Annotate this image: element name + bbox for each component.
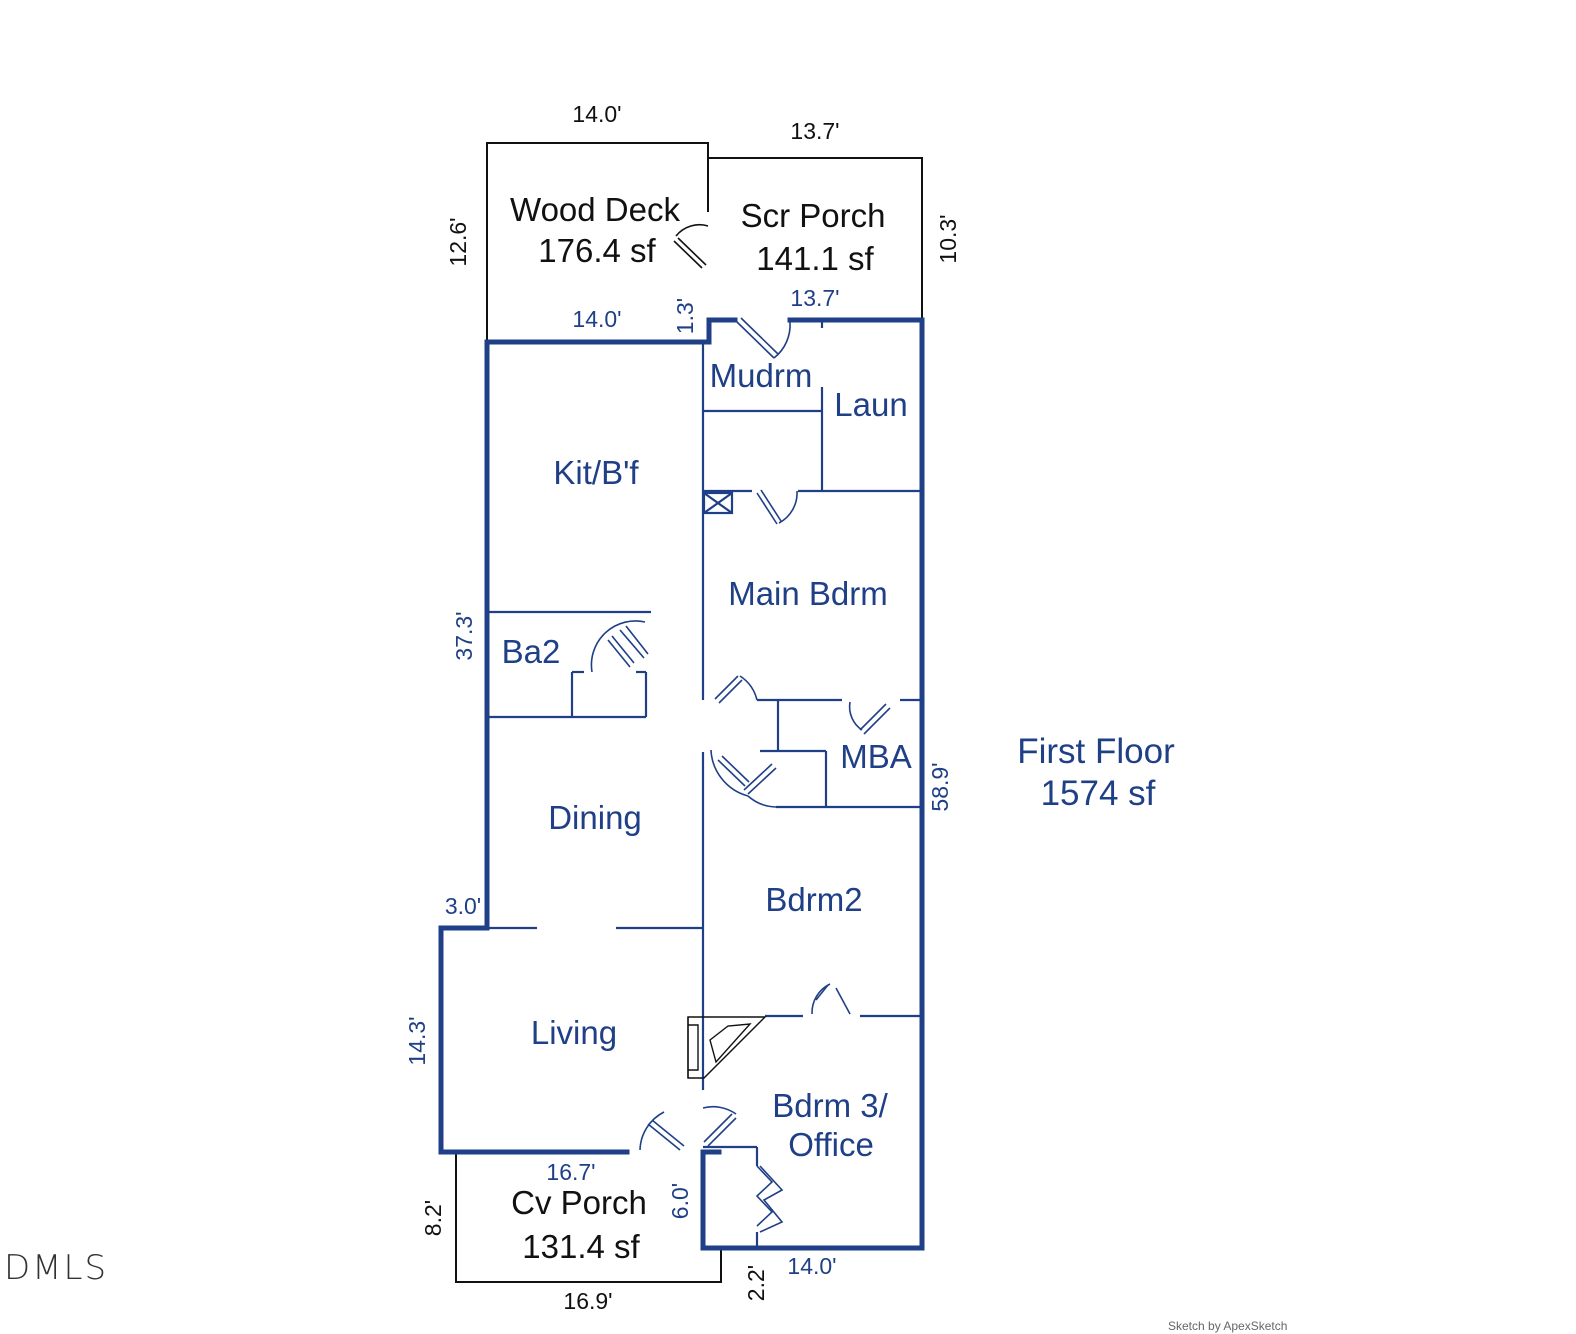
dim-deck-top: 14.0' (572, 101, 621, 127)
dim-house-left: 37.3' (451, 611, 477, 660)
dim-porch-right: 10.3' (935, 214, 961, 263)
dim-deck-left: 12.6' (445, 217, 471, 266)
mba-label: MBA (840, 738, 912, 775)
cv-porch-outline (455, 1154, 722, 1283)
bdrm3-label-line2: Office (788, 1126, 874, 1163)
dim-porch-top: 13.7' (790, 118, 839, 144)
dim-porch-bottom: 13.7' (790, 285, 839, 311)
living-label: Living (531, 1014, 617, 1051)
laun-label: Laun (834, 386, 907, 423)
floor-title: First Floor (1017, 732, 1175, 771)
scr-porch-outline (708, 157, 923, 320)
exterior-wall-east (700, 317, 925, 1251)
wood-deck-outline (486, 142, 709, 342)
doors (590, 317, 891, 1233)
sketch-credit: Sketch by ApexSketch (1168, 1319, 1287, 1333)
dim-house-right: 58.9' (927, 762, 953, 811)
dim-cvporch-top: 16.7' (546, 1159, 595, 1185)
interior-walls (489, 322, 922, 1248)
kit-label: Kit/B'f (553, 454, 639, 491)
wood-deck-area: 176.4 sf (538, 232, 656, 269)
exterior-walls (438, 317, 738, 1155)
dim-house-bottom: 14.0' (787, 1253, 836, 1279)
dim-jog: 3.0' (445, 893, 481, 919)
dim-cvporch-left: 8.2' (420, 1200, 446, 1236)
deck-door (673, 223, 709, 269)
dining-label: Dining (548, 799, 642, 836)
dim-front-step: 2.2' (743, 1265, 769, 1301)
dim-cvporch-bottom: 16.9' (563, 1288, 612, 1314)
utility-box (702, 491, 734, 515)
scr-porch-label: Scr Porch (741, 197, 886, 234)
cv-porch-area: 131.4 sf (522, 1228, 640, 1265)
scr-porch-area: 141.1 sf (756, 240, 874, 277)
main-bdrm-label: Main Bdrm (728, 575, 888, 612)
mudrm-label: Mudrm (710, 357, 813, 394)
bdrm3-label-line1: Bdrm 3/ (772, 1087, 888, 1124)
cv-porch-label: Cv Porch (511, 1184, 647, 1221)
watermark-logo: DMLS (4, 1248, 108, 1288)
floor-area: 1574 sf (1041, 774, 1156, 813)
dim-step: 1.3' (672, 298, 698, 334)
dim-cvporch-right: 6.0' (667, 1183, 693, 1219)
wood-deck-label: Wood Deck (510, 191, 680, 228)
ba2-label: Ba2 (502, 633, 561, 670)
dim-deck-bottom: 14.0' (572, 306, 621, 332)
bdrm2-label: Bdrm2 (765, 881, 862, 918)
fireplace (687, 1016, 767, 1079)
dim-living-left: 14.3' (404, 1016, 430, 1065)
